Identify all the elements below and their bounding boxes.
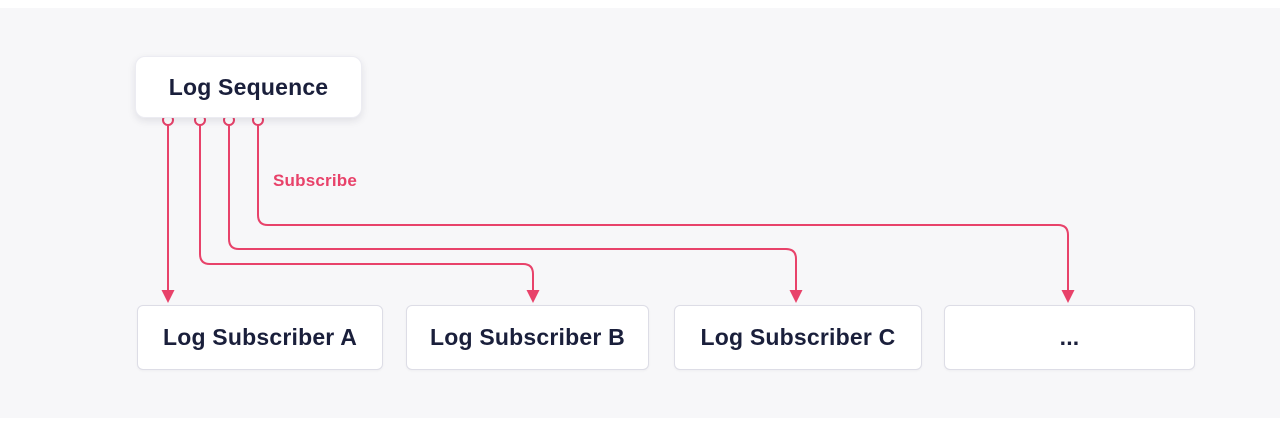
edge-label-subscribe: Subscribe: [273, 171, 357, 190]
node-log-subscriber-more: ...: [944, 305, 1195, 370]
node-log-subscriber-a: Log Subscriber A: [137, 305, 383, 370]
node-log-subscriber-more-label: ...: [1059, 324, 1080, 350]
node-log-subscriber-b-label: Log Subscriber B: [430, 324, 625, 350]
node-log-subscriber-c: Log Subscriber C: [674, 305, 922, 370]
node-log-subscriber-a-label: Log Subscriber A: [162, 324, 358, 350]
node-log-sequence: Log Sequence: [135, 56, 362, 118]
node-log-sequence-label: Log Sequence: [168, 73, 329, 100]
node-log-subscriber-c-label: Log Subscriber C: [700, 324, 896, 350]
node-log-subscriber-b: Log Subscriber B: [406, 305, 649, 370]
